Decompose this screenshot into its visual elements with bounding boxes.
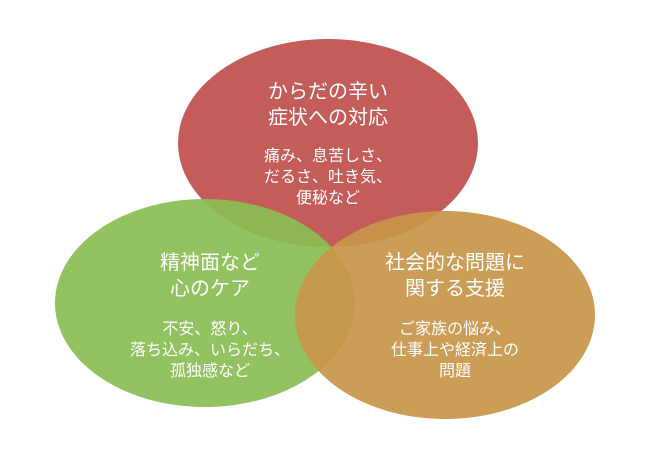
circle-mental-body: 不安、怒り、 落ち込み、いらだち、 孤独感など [129,318,290,380]
circle-social-title: 社会的な問題に 関する支援 [385,250,525,301]
circle-physical-text: からだの辛い 症状への対応 痛み、息苦しさ、 だるさ、吐き気、 便秘など [228,78,428,208]
circle-social-body: ご家族の悩み、 仕事上や経済上の 問題 [390,318,519,380]
circle-social-text: 社会的な問題に 関する支援 ご家族の悩み、 仕事上や経済上の 問題 [355,249,555,381]
circle-physical-title: からだの辛い 症状への対応 [268,79,388,130]
circle-mental-title: 精神面など 心のケア [160,250,260,301]
circle-social [295,211,595,419]
circle-mental [55,199,355,407]
circle-mental-text: 精神面など 心のケア 不安、怒り、 落ち込み、いらだち、 孤独感など [110,249,310,381]
circle-physical [178,39,478,247]
circle-physical-body: 痛み、息苦しさ、 だるさ、吐き気、 便秘など [263,145,392,207]
